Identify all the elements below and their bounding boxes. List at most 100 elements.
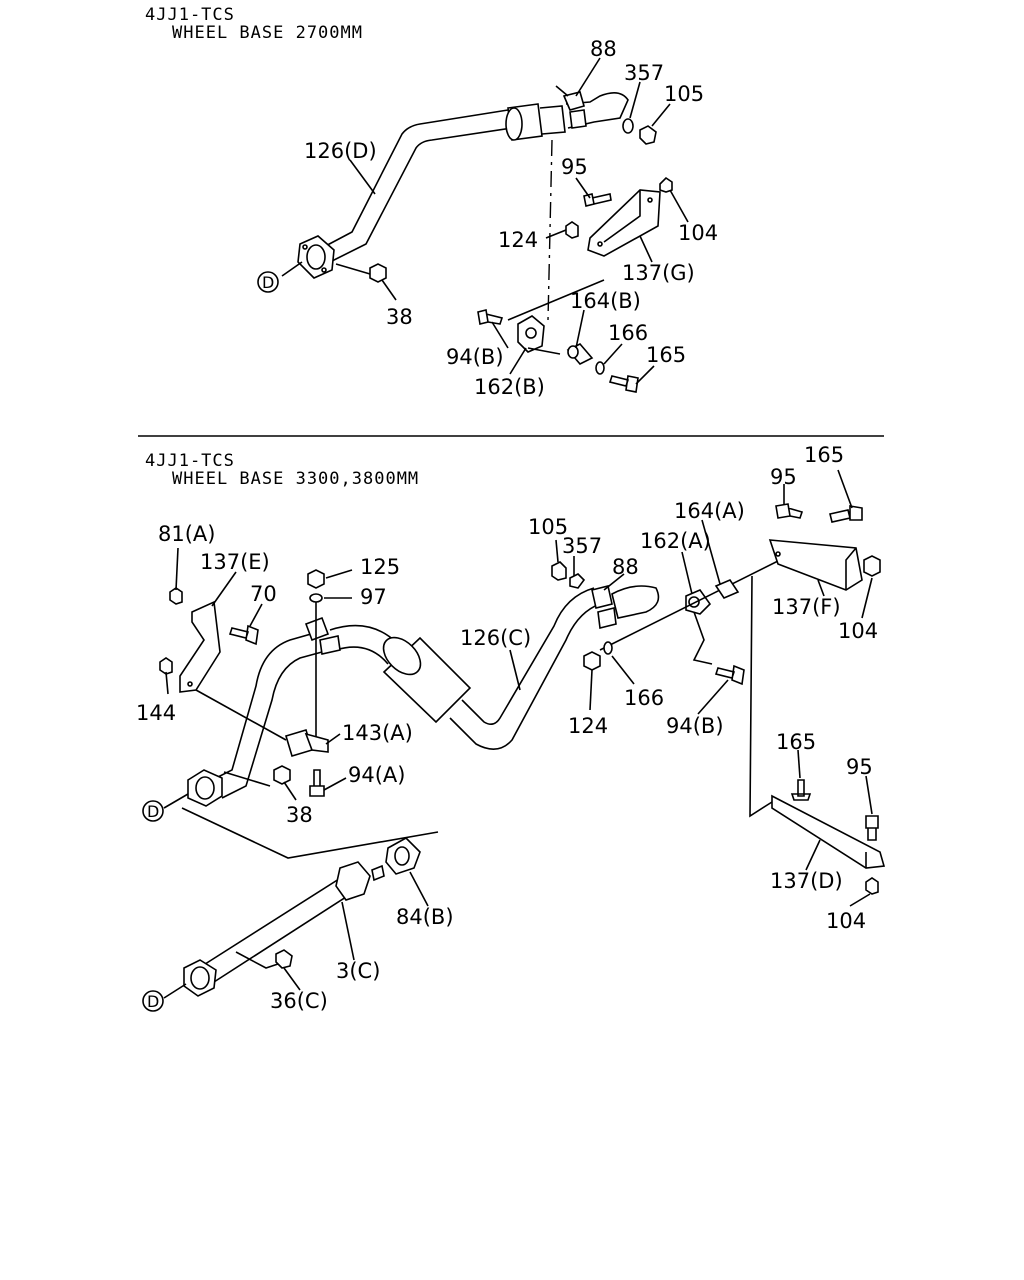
callout-81a: 81(A) [158, 522, 215, 546]
callout-105: 105 [528, 515, 568, 539]
mount-143a [195, 689, 329, 757]
callout-162a: 162(A) [640, 529, 711, 553]
section-2-leaders [163, 469, 873, 999]
d-marker-top: D [257, 271, 279, 293]
callout-143a: 143(A) [342, 721, 413, 745]
hanger-162b [507, 279, 605, 355]
nut-81a [169, 587, 183, 605]
callout-166: 166 [608, 321, 648, 345]
callout-97: 97 [360, 585, 387, 609]
flange-d-bottom-1 [187, 769, 223, 807]
callout-104: 104 [826, 909, 866, 933]
section-2-wheelbase-header: WHEEL BASE 3300,3800MM [172, 469, 419, 489]
bracket-137e [179, 600, 221, 693]
rubber-164b [566, 343, 594, 365]
front-pipe-126d [317, 92, 629, 263]
bolt-95-lower [865, 815, 879, 841]
callout-70: 70 [250, 582, 277, 606]
nut-144 [159, 657, 173, 675]
callout-105: 105 [664, 82, 704, 106]
d-marker-mid: D [142, 800, 164, 822]
gasket-84b [385, 837, 421, 875]
nut-104-top [659, 176, 673, 193]
bolt-165-lower [790, 779, 812, 801]
bolt-70 [228, 624, 259, 646]
callout-95: 95 [561, 155, 588, 179]
clamp-88-top [555, 85, 587, 129]
section-2-drawing: D D [142, 469, 886, 1012]
callout-38: 38 [286, 803, 313, 827]
callout-88: 88 [590, 37, 617, 61]
bolt-95-bottom-right [775, 503, 804, 519]
callout-357: 357 [624, 61, 664, 85]
callout-166: 166 [624, 686, 664, 710]
washer-357-top [622, 118, 634, 134]
bolt-165-top [608, 375, 639, 393]
section-1-leaders [281, 57, 689, 385]
callout-124: 124 [498, 228, 538, 252]
section-2-callouts: 165 95 164(A) 105 81(A) 357 162(A) 137(E… [136, 443, 878, 1013]
d-marker-label: D [262, 273, 274, 292]
nut-38-top [369, 263, 387, 283]
nut-124-bottom [583, 651, 601, 671]
bolt-95-top [583, 193, 612, 207]
flange-d-top [297, 235, 335, 279]
callout-124: 124 [568, 714, 608, 738]
nut-105-top [639, 125, 657, 145]
pipe-clamp-upper [304, 600, 341, 740]
callout-137f: 137(F) [772, 595, 841, 619]
callout-144: 144 [136, 701, 176, 725]
callout-94b: 94(B) [666, 714, 724, 738]
callout-137g: 137(G) [622, 261, 695, 285]
d-marker-label: D [147, 992, 159, 1011]
callout-95: 95 [770, 465, 797, 489]
callout-95: 95 [846, 755, 873, 779]
callout-84b: 84(B) [396, 905, 454, 929]
callout-357: 357 [562, 534, 602, 558]
bolt-94b-top [477, 309, 504, 325]
callout-126c: 126(C) [460, 626, 531, 650]
nut-36c [275, 949, 293, 969]
nut-105-bottom [551, 561, 567, 581]
callout-164a: 164(A) [674, 499, 745, 523]
section-1-callouts: 88 357 105 126(D) 95 104 124 137(G) 38 1… [304, 37, 718, 399]
hanger-162a [599, 559, 781, 665]
bolt-94b-bottom [714, 664, 745, 686]
washer-166-top [595, 361, 605, 375]
nut-125 [307, 569, 325, 589]
callout-165: 165 [646, 343, 686, 367]
d-marker-bottom: D [142, 990, 164, 1012]
washer-97 [309, 593, 323, 603]
bracket-137d [771, 794, 886, 869]
rubber-164a [714, 579, 740, 599]
section-1-model-header: 4JJ1-TCS [145, 5, 235, 25]
callout-104: 104 [838, 619, 878, 643]
callout-164b: 164(B) [570, 289, 641, 313]
section-1-wheelbase-header: WHEEL BASE 2700MM [172, 23, 363, 43]
callout-165: 165 [804, 443, 844, 467]
clamp-88-bottom [591, 585, 617, 629]
callout-94a: 94(A) [348, 763, 405, 787]
callout-94b: 94(B) [446, 345, 504, 369]
callout-36c: 36(C) [270, 989, 328, 1013]
washer-166-bottom [603, 641, 613, 655]
bracket-137f [768, 539, 863, 591]
callout-137d: 137(D) [770, 869, 843, 893]
callout-3c: 3(C) [336, 959, 380, 983]
nut-104-bottom-right [863, 555, 881, 577]
callout-137e: 137(E) [200, 550, 270, 574]
callout-162b: 162(B) [474, 375, 545, 399]
callout-126d: 126(D) [304, 139, 377, 163]
nut-38-bottom [273, 765, 291, 785]
d-marker-label: D [147, 802, 159, 821]
callout-125: 125 [360, 555, 400, 579]
washer-357-bottom [569, 573, 586, 589]
front-pipe-126c [211, 585, 660, 799]
section-1-drawing: D [257, 57, 689, 393]
bolt-165-bottom-right [829, 505, 863, 523]
callout-104: 104 [678, 221, 718, 245]
bracket-137g [587, 189, 661, 257]
section-2-model-header: 4JJ1-TCS [145, 451, 235, 471]
callout-38: 38 [386, 305, 413, 329]
